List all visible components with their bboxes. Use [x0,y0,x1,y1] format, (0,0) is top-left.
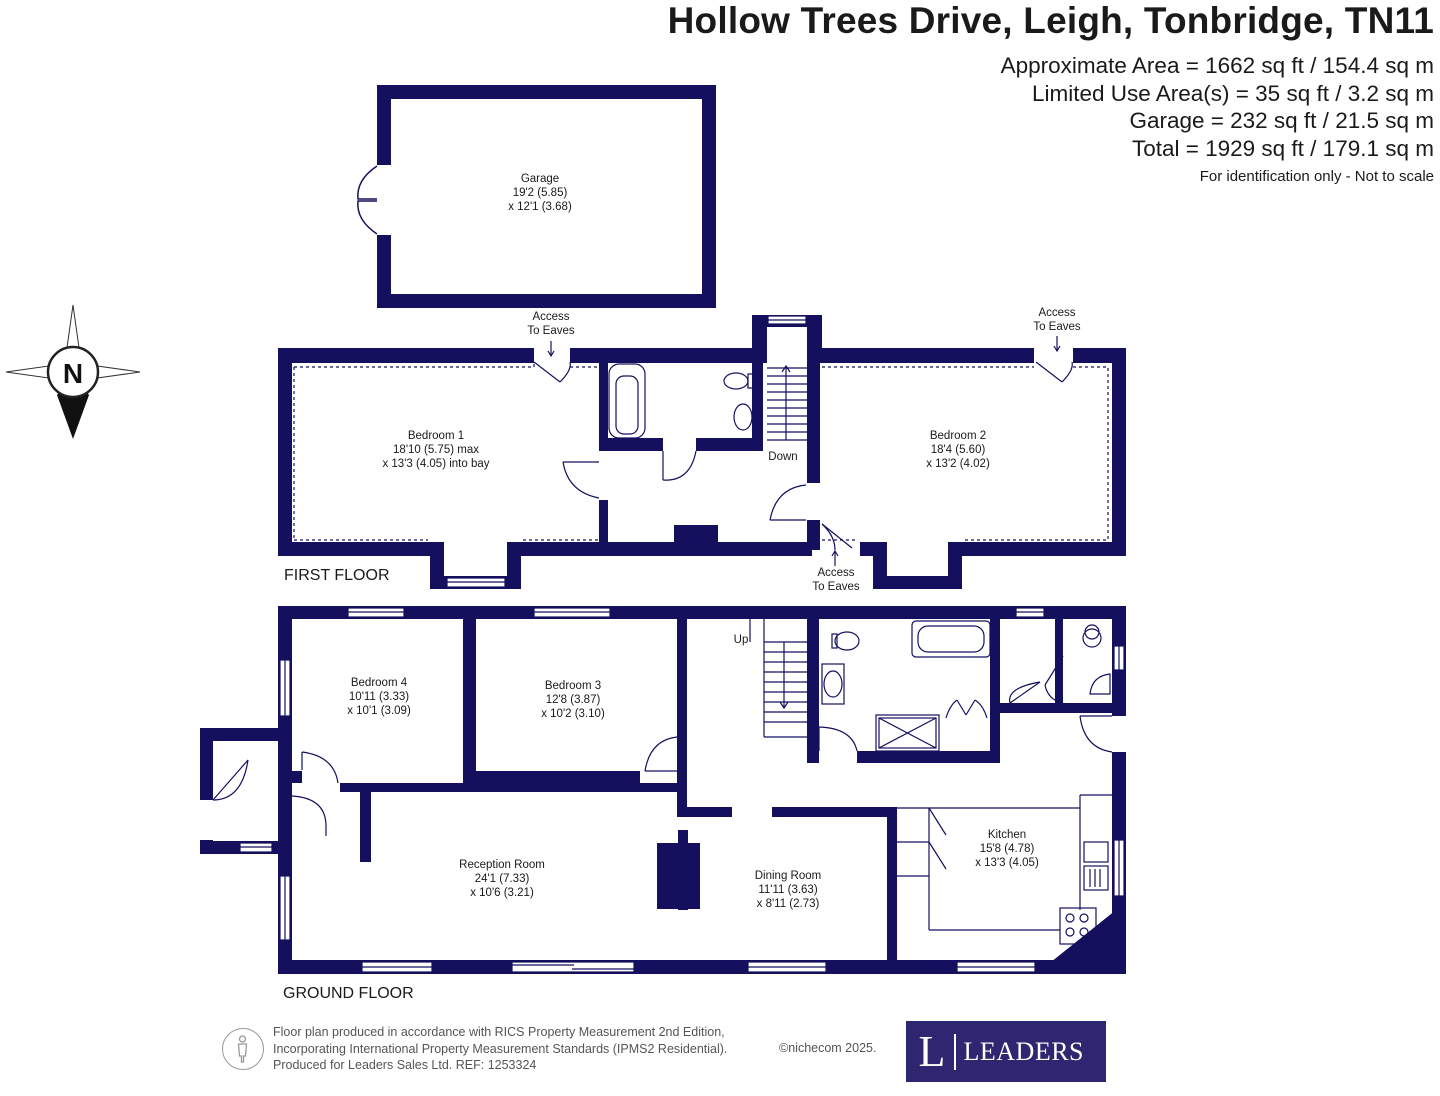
ground-floor-walls [200,606,1126,974]
footer-disclaimer: Floor plan produced in accordance with R… [273,1024,727,1074]
bedroom4-dim2: x 10'1 (3.09) [347,705,411,717]
garage-dim2: x 12'1 (3.68) [508,201,572,213]
logo-wordmark: LEADERS [963,1036,1084,1066]
compass-icon: N [5,304,141,439]
limited-use-area: Limited Use Area(s) = 35 sq ft / 3.2 sq … [1031,80,1434,106]
bedroom3-dim1: 12'8 (3.87) [546,694,601,706]
person-icon [222,1028,264,1070]
footer-line-3: Produced for Leaders Sales Ltd. REF: 125… [273,1058,537,1072]
bedroom2-name: Bedroom 2 [930,430,986,442]
bedroom1-dim2: x 13'3 (4.05) into bay [382,458,489,470]
area-summary: Approximate Area = 1662 sq ft / 154.4 sq… [1001,52,1434,185]
ground-floor-label: GROUND FLOOR [283,985,414,1002]
stairs-up-label: Up [734,634,749,646]
stairs-down-label: Down [768,451,797,463]
first-floor-details [293,315,1109,588]
eaves-c-line1: Access [817,567,854,579]
kitchen-dim1: 15'8 (4.78) [980,843,1035,855]
approx-area: Approximate Area = 1662 sq ft / 154.4 sq… [1000,53,1434,78]
compass-letter: N [63,358,83,389]
reception-name: Reception Room [459,859,545,871]
dining-name: Dining Room [755,870,821,882]
footer-line-2: Incorporating International Property Mea… [273,1041,728,1056]
first-floor-label: FIRST FLOOR [284,567,390,584]
scale-note: For identification only - Not to scale [1199,168,1434,185]
garage-dim1: 19'2 (5.85) [513,187,568,199]
eaves-a-line2: To Eaves [527,325,575,337]
kitchen-dim2: x 13'3 (4.05) [975,857,1039,869]
total-area: Total = 1929 sq ft / 179.1 sq m [1131,135,1434,161]
copyright-notice: ©nichecom 2025. [779,1041,877,1055]
bedroom4-dim1: 10'11 (3.33) [349,691,409,703]
bedroom2-dim1: 18'4 (5.60) [931,444,986,456]
garage-walls [357,85,716,308]
bedroom2-dim2: x 13'2 (4.02) [926,458,990,470]
property-title: Hollow Trees Drive, Leigh, Tonbridge, TN… [667,0,1434,41]
bedroom4-name: Bedroom 4 [351,677,408,689]
room-labels: Garage 19'2 (5.85) x 12'1 (3.68) Bedroom… [283,173,1081,1002]
dining-dim1: 11'11 (3.63) [758,884,817,896]
bedroom1-dim1: 18'10 (5.75) max [393,444,479,456]
logo-divider [954,1033,956,1070]
leaders-logo: L LEADERS [906,1021,1106,1082]
garage-name: Garage [521,173,559,185]
eaves-a-line1: Access [532,311,569,323]
footer-line-1: Floor plan produced in accordance with R… [273,1025,725,1039]
bedroom3-name: Bedroom 3 [545,680,601,692]
logo-letter: L [918,1027,946,1076]
reception-dim2: x 10'6 (3.21) [470,887,534,899]
ground-floor-details [212,607,1125,973]
kitchen-name: Kitchen [988,829,1026,841]
eaves-b-line2: To Eaves [1033,321,1081,333]
dining-dim2: x 8'11 (2.73) [757,898,820,910]
eaves-c-line2: To Eaves [812,581,860,593]
bedroom1-name: Bedroom 1 [408,430,464,442]
bedroom3-dim2: x 10'2 (3.10) [541,708,605,720]
eaves-b-line1: Access [1038,307,1075,319]
reception-dim1: 24'1 (7.33) [475,873,530,885]
garage-area: Garage = 232 sq ft / 21.5 sq m [1129,108,1434,133]
